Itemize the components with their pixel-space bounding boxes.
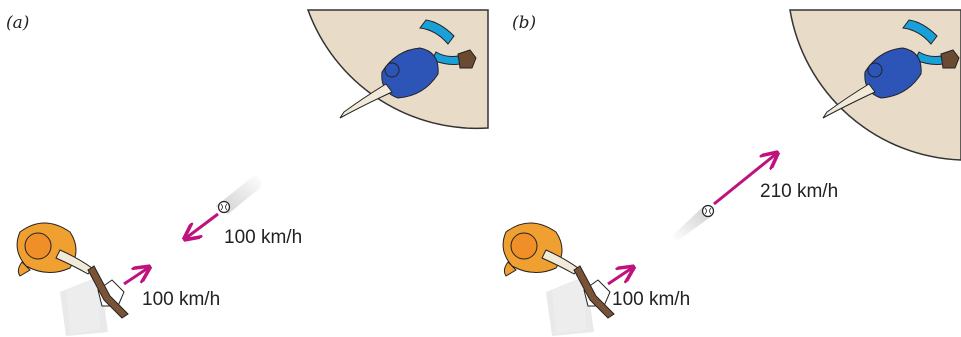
panel-b-ball: [673, 206, 714, 243]
panel-a-ball-velocity-arrow: [186, 214, 218, 238]
panel-b-batter: [503, 223, 614, 336]
panel-a-batter: [17, 223, 128, 336]
panel-b-bat-speed-label: 100 km/h: [612, 289, 690, 310]
panel-a-bat-speed-label: 100 km/h: [142, 289, 220, 310]
panel-b: (b) 210 km/h: [503, 10, 961, 336]
panel-a-label: (a): [6, 13, 29, 33]
panel-b-ball-speed-label: 210 km/h: [760, 181, 838, 202]
panel-a-bat-velocity-arrow: [124, 268, 148, 284]
panel-a-ball: [216, 174, 261, 214]
panel-a-ball-speed-label: 100 km/h: [224, 227, 302, 248]
panel-a: (a) 100 km/h: [6, 10, 488, 336]
panel-b-bat-velocity-arrow: [608, 268, 632, 284]
panel-b-label: (b): [512, 13, 536, 33]
